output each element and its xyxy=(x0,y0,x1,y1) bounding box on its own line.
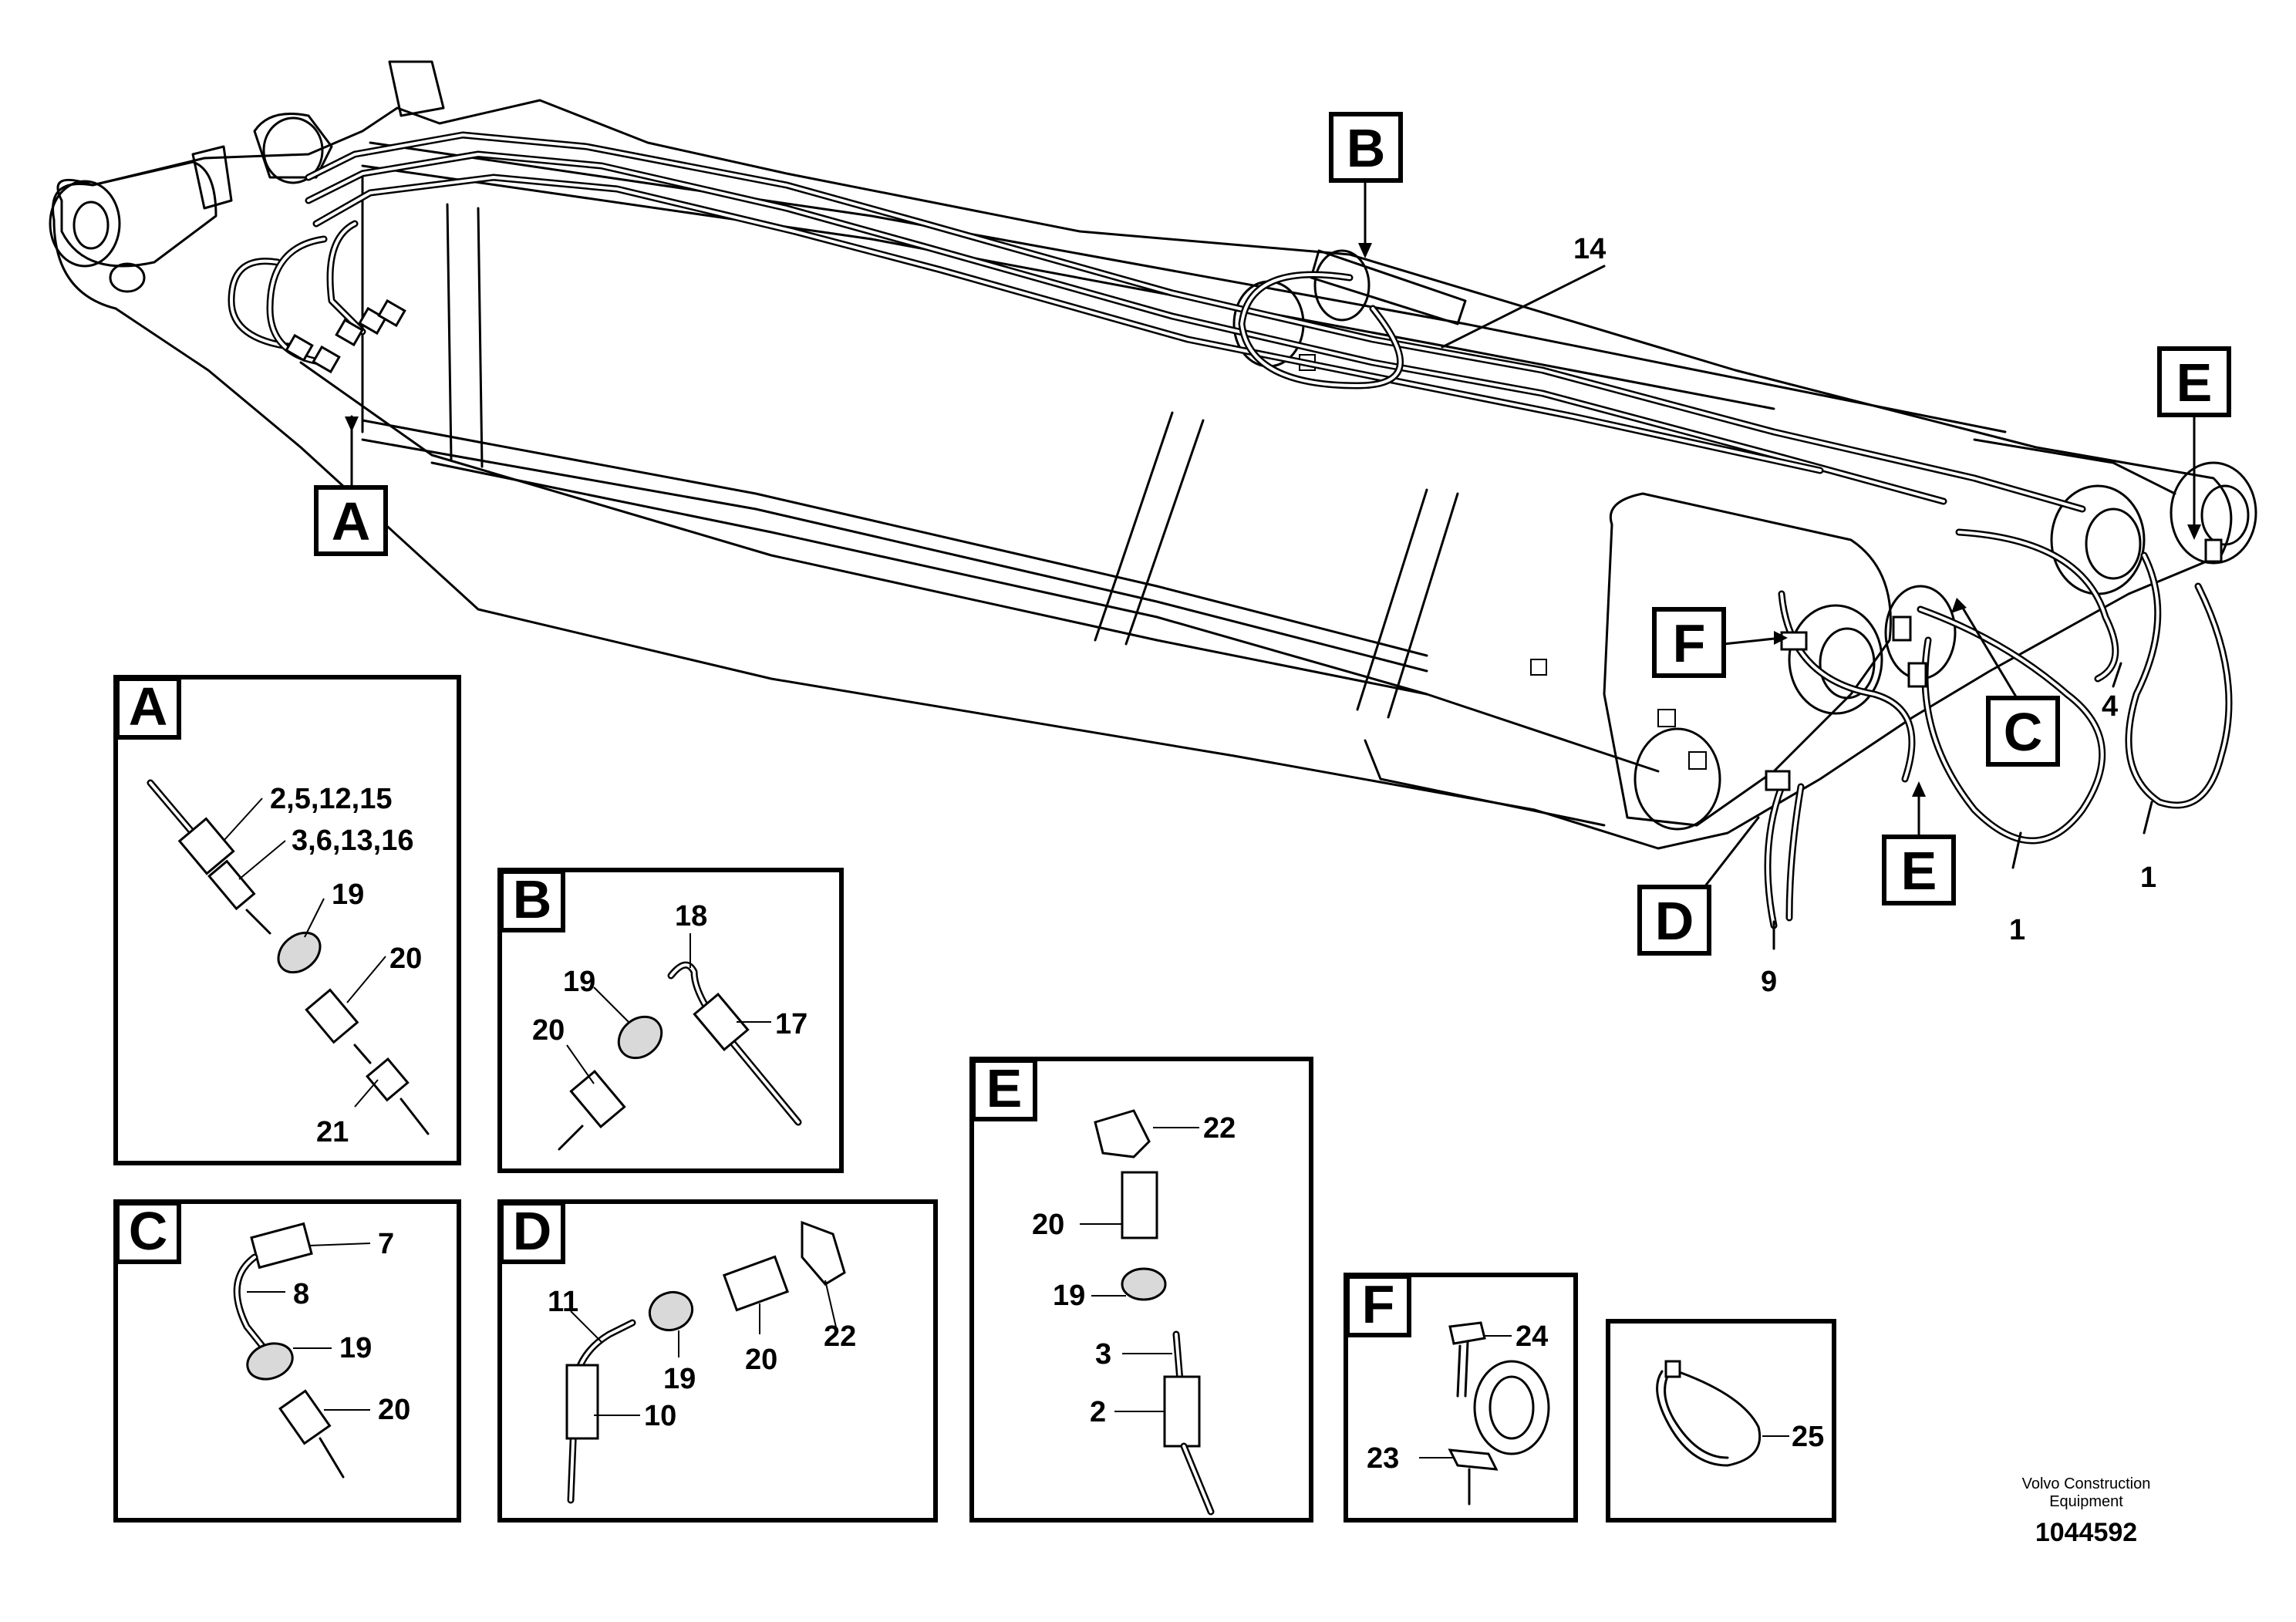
svg-text:20: 20 xyxy=(745,1344,777,1376)
svg-text:7: 7 xyxy=(378,1228,394,1260)
svg-text:19: 19 xyxy=(332,878,364,911)
detail-F: F 24 23 xyxy=(1344,1273,1578,1523)
callout-leaders xyxy=(345,180,2201,950)
svg-text:20: 20 xyxy=(1032,1209,1064,1241)
svg-text:D: D xyxy=(1655,891,1694,951)
detail-D: D 11 22 19 20 10 xyxy=(497,1199,938,1523)
svg-text:24: 24 xyxy=(1515,1320,1548,1353)
detail-C: C 7 8 19 20 xyxy=(113,1199,461,1523)
svg-text:21: 21 xyxy=(316,1116,349,1148)
svg-text:1044592: 1044592 xyxy=(2035,1518,2137,1547)
part-label-1a: 1 xyxy=(2009,914,2025,946)
part-label-14: 14 xyxy=(1573,233,1606,265)
svg-text:Equipment: Equipment xyxy=(2049,1493,2123,1510)
svg-text:F: F xyxy=(1362,1274,1395,1334)
boom-overview: A B F C E E D 14 4 1 1 9 xyxy=(49,60,2257,998)
svg-text:2,5,12,15: 2,5,12,15 xyxy=(270,783,392,815)
left-fittings xyxy=(285,298,406,374)
svg-text:C: C xyxy=(129,1201,168,1261)
detail-cable-tie: 25 xyxy=(1606,1319,1836,1523)
part-label-4: 4 xyxy=(2102,690,2118,723)
svg-text:10: 10 xyxy=(644,1400,676,1432)
detail-B: B 18 19 17 20 xyxy=(497,868,844,1173)
svg-text:8: 8 xyxy=(293,1278,309,1310)
svg-text:E: E xyxy=(2176,352,2213,413)
svg-text:Volvo Construction: Volvo Construction xyxy=(2022,1475,2151,1492)
callout-C: C xyxy=(1986,696,2060,767)
svg-text:20: 20 xyxy=(389,943,422,975)
svg-text:17: 17 xyxy=(775,1008,807,1040)
svg-text:B: B xyxy=(513,869,552,929)
svg-text:3,6,13,16: 3,6,13,16 xyxy=(292,824,413,857)
callout-D: D xyxy=(1637,885,1711,956)
svg-text:22: 22 xyxy=(1203,1112,1236,1145)
svg-text:F: F xyxy=(1673,613,1706,673)
svg-text:E: E xyxy=(986,1058,1023,1118)
callout-A: A xyxy=(314,485,388,556)
svg-text:D: D xyxy=(513,1201,552,1261)
callout-E-upper: E xyxy=(2157,346,2231,417)
svg-text:20: 20 xyxy=(532,1014,565,1047)
svg-text:A: A xyxy=(332,491,371,551)
svg-text:11: 11 xyxy=(548,1286,578,1318)
svg-text:23: 23 xyxy=(1367,1442,1399,1475)
detail-A: A 2,5,12,15 3,6,13,16 19 20 21 xyxy=(113,675,461,1165)
svg-text:2: 2 xyxy=(1090,1396,1106,1428)
part-label-1b: 1 xyxy=(2140,862,2156,894)
callout-F: F xyxy=(1652,607,1726,678)
svg-text:19: 19 xyxy=(663,1363,696,1395)
callout-E-lower: E xyxy=(1882,835,1956,905)
svg-text:A: A xyxy=(129,676,168,737)
svg-text:22: 22 xyxy=(824,1320,856,1353)
callout-B: B xyxy=(1329,112,1403,183)
part-label-9: 9 xyxy=(1761,966,1777,998)
svg-text:C: C xyxy=(2004,702,2043,762)
svg-text:18: 18 xyxy=(675,900,707,932)
svg-text:B: B xyxy=(1347,118,1386,178)
svg-text:3: 3 xyxy=(1095,1338,1111,1371)
detail-E: E 22 20 19 3 2 xyxy=(969,1057,1313,1523)
footer-block: Volvo Construction Equipment 1044592 xyxy=(2022,1475,2151,1547)
svg-text:E: E xyxy=(1901,841,1937,901)
svg-text:19: 19 xyxy=(339,1332,372,1364)
svg-text:19: 19 xyxy=(563,966,595,998)
svg-text:25: 25 xyxy=(1792,1421,1824,1453)
svg-text:20: 20 xyxy=(378,1394,410,1426)
svg-text:19: 19 xyxy=(1053,1280,1085,1312)
